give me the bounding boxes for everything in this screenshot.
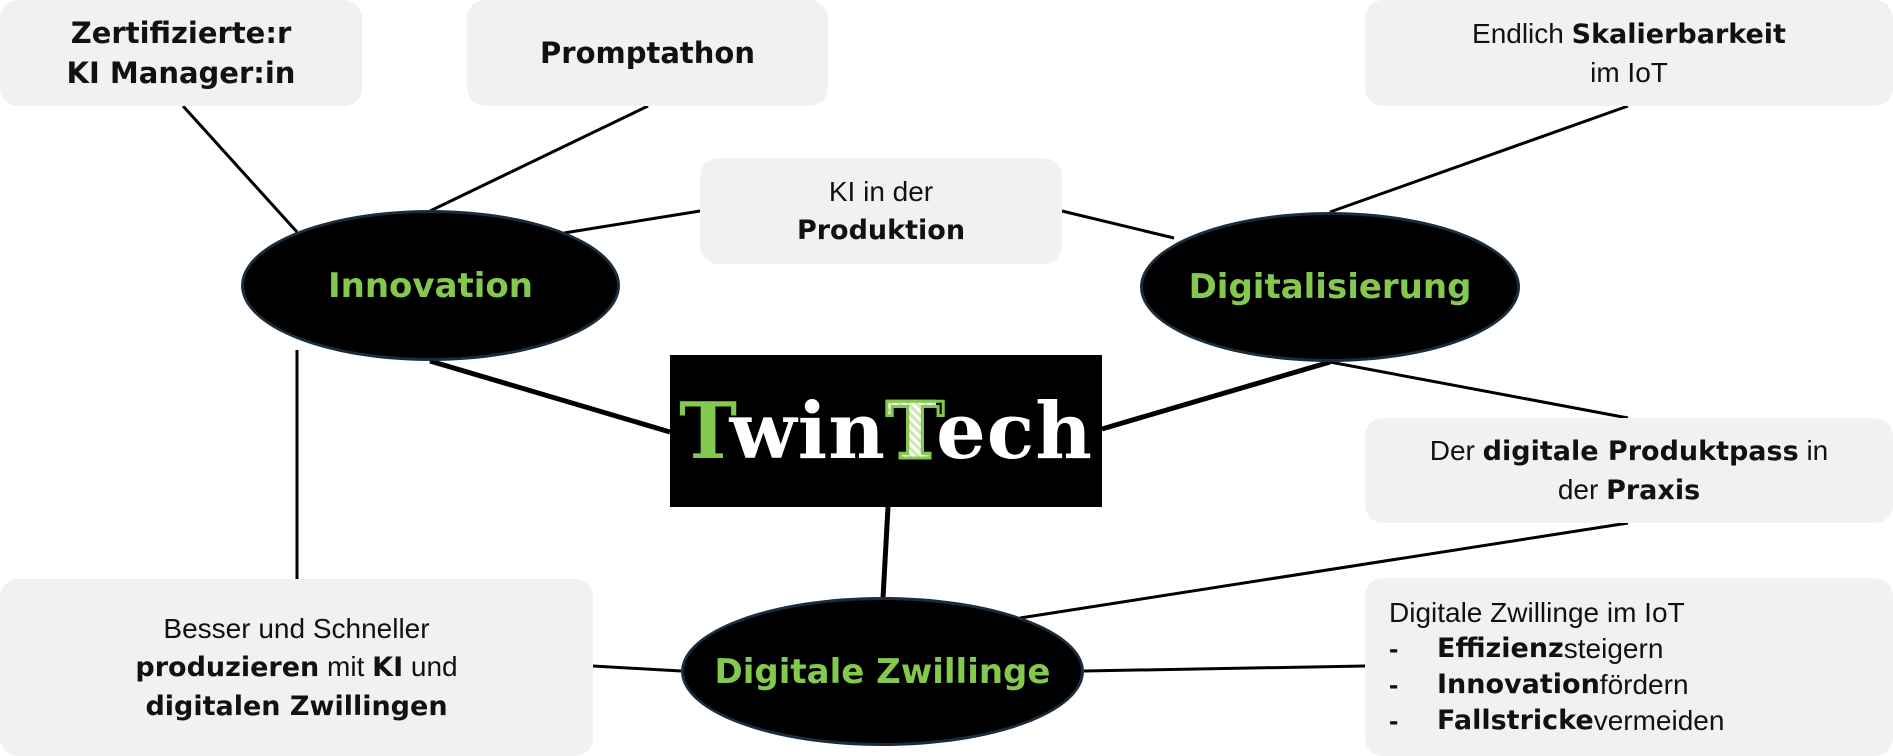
link-promptathon-innovation [429,104,649,213]
link-kiproduktion-digitalisierung [1061,209,1175,240]
hub-digitalisierung-label: Digitalisierung [1188,267,1472,307]
link-zwillinge-iot [1083,664,1366,673]
skalierbarkeit-line2: im IoT [1590,56,1668,88]
produktpass-line2-pre: der [1557,473,1607,505]
ki-manager-line2: KI Manager:in [66,56,296,90]
box-besser-schneller: Besser und Schneller produzieren mit KI … [0,579,593,756]
besser-bold1: produzieren [135,651,320,683]
iot-list-item: -Innovation fördern [1389,669,1689,700]
hub-innovation-label: Innovation [328,265,533,306]
besser-line3: digitalen Zwillingen [145,690,448,722]
hub-innovation: Innovation [241,210,620,361]
twintech-logo: TwinTech [670,355,1102,507]
logo-t2: T [885,384,937,478]
produktpass-post: in [1798,434,1829,466]
skalierbarkeit-pre: Endlich [1472,17,1572,49]
iot-list-item: -Fallstricke vermeiden [1389,705,1725,736]
box-promptathon: Promptathon [467,0,828,106]
logo-ech: ech [936,385,1093,477]
link-produktpass-zwillinge [1019,521,1629,620]
box-skalierbarkeit: Endlich Skalierbarkeit im IoT [1365,0,1893,106]
besser-line1: Besser und Schneller [163,612,430,644]
hub-digitalisierung: Digitalisierung [1140,212,1520,362]
link-kimanager-innovation [181,104,299,234]
logo-win: win [729,385,887,477]
produktpass-bold: digitale Produktpass [1482,435,1799,467]
link-digitalisierung-twintech [1101,359,1331,432]
hub-zwillinge-label: Digitale Zwillinge [714,651,1051,692]
link-skalierbarkeit-digitalisierung [1329,104,1629,214]
ki-manager-line1: Zertifizierte:r [70,16,292,50]
besser-bold2: KI [372,651,404,683]
skalierbarkeit-bold: Skalierbarkeit [1571,18,1786,50]
box-ki-manager: Zertifizierte:r KI Manager:in [0,0,362,106]
iot-list-item: -Effizienz steigern [1389,633,1664,664]
link-kiproduktion-innovation [563,209,701,235]
ki-produktion-line1: KI in der [828,175,934,207]
box-ki-produktion: KI in der Produktion [700,158,1062,264]
promptathon-label: Promptathon [540,36,755,70]
produktpass-line2-bold: Praxis [1606,474,1701,506]
logo-t1: T [679,385,730,477]
link-besser-zwillinge [592,664,682,673]
hub-digitale-zwillinge: Digitale Zwillinge [681,597,1084,746]
produktpass-pre: Der [1429,434,1483,466]
iot-title: Digitale Zwillinge im IoT [1389,597,1685,628]
besser-post: und [403,650,458,682]
box-iot: Digitale Zwillinge im IoT -Effizienz ste… [1365,578,1893,756]
link-twintech-zwillinge [880,506,891,599]
link-digitalisierung-produktpass [1329,360,1629,420]
box-produktpass: Der digitale Produktpass in der Praxis [1365,418,1893,523]
ki-produktion-line2: Produktion [796,214,966,246]
link-innovation-twintech [429,358,671,435]
besser-mid: mit [319,650,373,682]
